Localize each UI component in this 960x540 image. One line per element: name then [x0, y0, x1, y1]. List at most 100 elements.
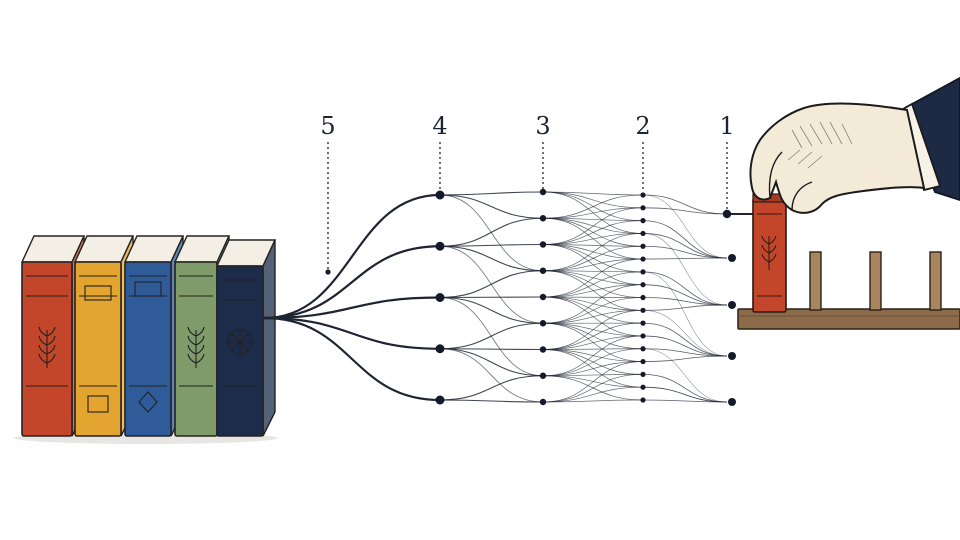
tree-link — [439, 322, 544, 350]
tree-link — [642, 233, 728, 306]
tree-link — [439, 270, 544, 299]
thumb-line — [768, 151, 783, 199]
stage-leader-lines — [327, 142, 728, 272]
tree-node — [640, 218, 646, 224]
leaf-sprig-icon — [761, 235, 777, 270]
tree-node — [640, 243, 646, 249]
leaf-sprig-icon — [38, 326, 56, 368]
tree-node — [640, 256, 646, 262]
tree-link — [642, 399, 728, 403]
tree-link — [439, 399, 544, 403]
tree-link — [642, 355, 728, 362]
tree-link — [542, 374, 644, 377]
tree-link — [542, 297, 644, 324]
picked-book — [752, 193, 787, 313]
tree-link — [439, 245, 544, 324]
stage-label-5: 5 — [320, 112, 335, 140]
book-spine — [124, 261, 172, 437]
tree-node — [539, 346, 547, 353]
tree-link — [542, 309, 644, 324]
shelf-peg — [809, 251, 822, 311]
tree-link — [542, 386, 644, 403]
tree-link — [542, 361, 644, 403]
tree-link — [439, 191, 544, 196]
tree-link — [542, 348, 644, 377]
tree-node — [435, 395, 445, 405]
tree-link — [439, 348, 544, 351]
shelf-pegs — [809, 251, 942, 311]
tree-node — [640, 397, 646, 403]
tree-node — [640, 282, 646, 288]
tree-link — [439, 296, 544, 299]
tree-link — [542, 335, 644, 350]
tree-link — [263, 245, 441, 320]
stage-label-2: 2 — [635, 112, 650, 140]
stage-label-4: 4 — [432, 112, 447, 140]
tree-link — [642, 194, 728, 259]
tree-node — [640, 294, 646, 301]
tree-nodes — [325, 188, 736, 406]
tree-link — [439, 245, 544, 272]
compass-rose-icon — [226, 328, 254, 356]
tree-link — [542, 233, 644, 245]
shelf-peg — [869, 251, 882, 311]
tree-link — [642, 271, 728, 306]
tree-link — [439, 243, 544, 247]
tree-link — [542, 191, 644, 209]
tree-link — [439, 296, 544, 324]
tree-link — [542, 361, 644, 377]
tree-link — [542, 207, 644, 245]
tree-link — [642, 304, 728, 311]
tree-node — [640, 192, 646, 198]
peg-shelf — [737, 251, 960, 330]
book-spine — [74, 261, 122, 437]
tree-node — [640, 320, 646, 326]
tree-node — [539, 215, 547, 222]
tree-link — [642, 207, 728, 215]
book-5 — [215, 239, 277, 437]
tree-link — [439, 348, 544, 377]
tree-link — [542, 220, 644, 245]
tree-link — [439, 375, 544, 401]
finger-line — [791, 181, 813, 211]
tree-link — [542, 348, 644, 350]
tree-link — [263, 193, 441, 320]
stage-labels: 5 4 3 2 1 — [320, 112, 734, 140]
tree-link — [542, 284, 644, 324]
tree-link — [542, 245, 644, 272]
tree-link — [542, 233, 644, 272]
tree-link — [439, 297, 544, 377]
tree-link — [542, 258, 644, 272]
tree-node — [640, 384, 646, 390]
tree-node — [435, 241, 445, 251]
tree-node — [539, 293, 547, 301]
tree-node — [539, 320, 547, 327]
tree-link — [542, 309, 644, 350]
tree-node — [435, 293, 445, 302]
diamond-emblem-icon — [134, 281, 162, 413]
tree-node — [640, 205, 646, 211]
tree-link — [542, 322, 644, 350]
tree-node — [640, 358, 646, 365]
tree-link — [542, 271, 644, 298]
tree-node — [539, 398, 547, 406]
stage-label-3: 3 — [535, 112, 550, 140]
hand-icon — [749, 76, 960, 214]
tree-node — [640, 269, 646, 275]
tree-link — [542, 374, 644, 403]
book-side — [262, 239, 276, 437]
tree-link — [642, 220, 728, 259]
target-node — [728, 254, 736, 262]
tree-node — [539, 188, 547, 196]
tree-link — [542, 207, 644, 219]
tree-link — [642, 373, 728, 403]
tree-node — [640, 371, 646, 377]
square-emblem-icon — [84, 285, 112, 413]
tree-link — [542, 335, 644, 377]
tree-link — [642, 271, 728, 357]
tree-node — [435, 344, 445, 354]
tree-link — [642, 348, 728, 357]
tree-link — [542, 270, 644, 273]
tree-link — [642, 348, 728, 403]
tree-link — [642, 310, 728, 357]
